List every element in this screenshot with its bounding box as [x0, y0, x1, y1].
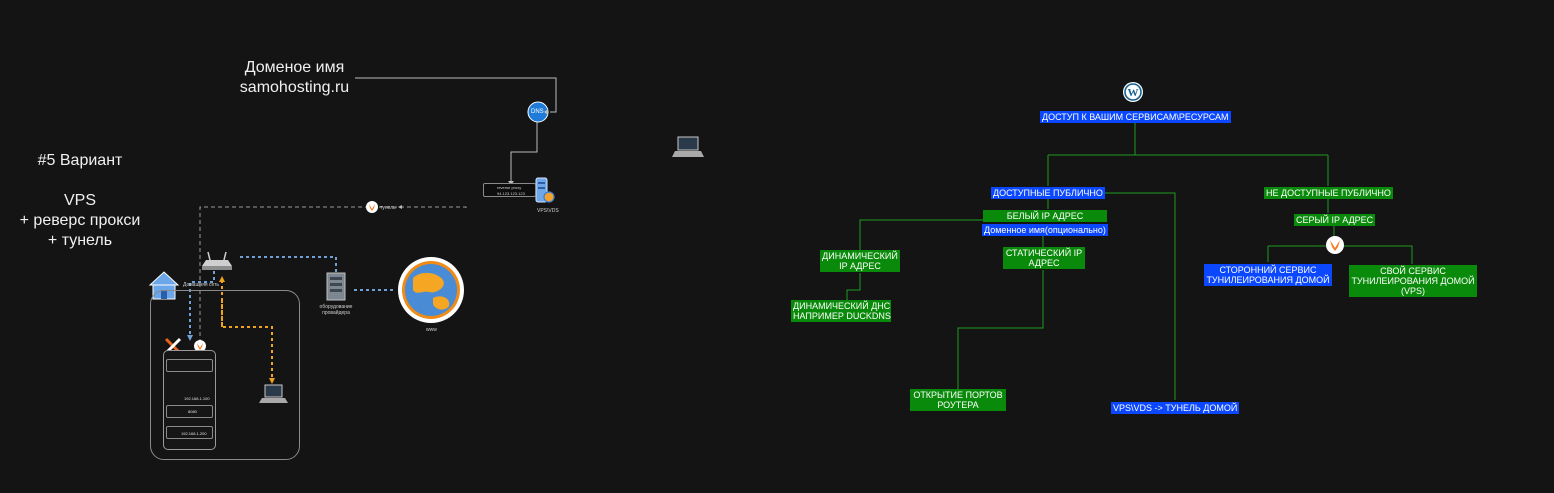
domain-to-dns-connector — [355, 77, 557, 113]
node-dynamic-ip-line2: IP АДРЕС — [839, 261, 881, 271]
tunnel-fox-icon — [366, 201, 378, 213]
node-vps-tunnel: VPS\VDS -> ТУНЕЛЬ ДОМОЙ — [1111, 402, 1240, 414]
node-own-service-line3: (VPS) — [1400, 286, 1425, 296]
vps-server-icon — [535, 177, 555, 203]
node-dynamic-ip: ДИНАМИЧЕСКИЙ IP АДРЕС — [820, 250, 900, 272]
home-laptop-icon — [259, 384, 288, 403]
node-dynamic-dns: ДИНАМИЧЕСКИЙ ДНС НАПРИМЕР DUCKDNS — [791, 300, 891, 322]
wordpress-icon: W — [1123, 82, 1143, 102]
arrowhead — [398, 205, 402, 209]
arrowhead — [187, 335, 193, 341]
tree-tunnel-fox-icon — [1326, 236, 1344, 254]
dns-label: DNS — [531, 109, 544, 115]
node-access-services: ДОСТУП К ВАШИМ СЕРВИСАМ\РЕСУРСАМ — [1040, 111, 1231, 123]
windows-vm-row[interactable] — [166, 359, 213, 372]
dns-to-proxy-connector — [510, 122, 538, 184]
tunnel-dashed-connector — [199, 206, 467, 340]
node-dynamic-ip-line1: ДИНАМИЧЕСКИЙ — [822, 251, 898, 261]
home-network-label: Домашняя сеть — [183, 282, 220, 288]
globe-icon — [398, 257, 464, 323]
wordpress-row[interactable] — [166, 426, 213, 439]
proxy-line2: 94.123.123.123 — [497, 191, 525, 196]
domain-title-line1: Доменое имя — [244, 59, 345, 76]
tree-connectors — [846, 123, 1413, 400]
node-static-ip-line2: АДРЕС — [1028, 258, 1060, 268]
provider-label-line2: провайдера — [322, 310, 350, 316]
router-phone-connector — [189, 265, 215, 335]
node-own-service-line1: СВОЙ СЕРВИС — [1380, 266, 1446, 276]
domain-title: Доменое имя samohosting.ru — [222, 58, 367, 98]
provider-label: оборудование провайдера — [319, 304, 353, 316]
node-dynamic-dns-line2: НАПРИМЕР DUCKDNS — [793, 311, 891, 321]
docker-port-text: 8080 — [188, 409, 197, 414]
node-static-ip-line1: СТАТИЧЕСКИЙ IP — [1005, 248, 1083, 258]
vps-label: VPS\VDS — [537, 208, 559, 214]
node-port-open: ОТКРЫТИЕ ПОРТОВ РОУТЕРА — [910, 389, 1006, 411]
tunnel-label: тунель — [380, 205, 396, 211]
router-provider-connector — [240, 256, 337, 272]
proxy-line1: reverse proxy — [497, 185, 522, 190]
node-third-party-line2: ТУНИЛЕИРОВАНИЯ ДОМОЙ — [1206, 275, 1330, 285]
node-white-ip: БЕЛЫЙ IP АДРЕС — [983, 210, 1107, 222]
variant-title-line2 — [5, 171, 155, 191]
arrowhead — [544, 109, 548, 115]
node-gray-ip: СЕРЫЙ IP АДРЕС — [1294, 214, 1376, 226]
wordpress-ip-text: 192.168.1.200 — [181, 431, 207, 436]
node-dynamic-dns-line1: ДИНАМИЧЕСКИЙ ДНС — [793, 301, 891, 311]
router-icon — [202, 251, 232, 270]
variant-title-line1: #5 Вариант — [37, 152, 123, 169]
arrowhead — [269, 378, 275, 384]
arrowhead — [219, 276, 225, 282]
provider-label-line1: оборудование — [319, 304, 353, 310]
proxmox-host-panel[interactable] — [163, 350, 216, 450]
node-static-ip: СТАТИЧЕСКИЙ IP АДРЕС — [1003, 247, 1085, 269]
node-port-open-line1: ОТКРЫТИЕ ПОРТОВ — [913, 390, 1003, 400]
node-own-service-line2: ТУНИЛЕИРОВАНИЯ ДОМОЙ — [1351, 276, 1475, 286]
docker-port-row[interactable] — [166, 405, 213, 418]
node-own-service: СВОЙ СЕРВИС ТУНИЛЕИРОВАНИЯ ДОМОЙ (VPS) — [1349, 265, 1477, 297]
laptop-icon — [672, 136, 704, 157]
server-rack-icon — [326, 272, 346, 301]
svg-text:W: W — [1128, 87, 1139, 99]
router-laptop-connector — [221, 280, 273, 378]
node-third-party: СТОРОННИЙ СЕРВИС ТУНИЛЕИРОВАНИЯ ДОМОЙ — [1204, 264, 1332, 286]
www-label: www — [426, 327, 437, 333]
docker-ip-text: 192.168.1.100 — [184, 396, 210, 401]
node-port-open-line2: РОУТЕРА — [937, 400, 979, 410]
node-domain-optional: Доменное имя(опционально) — [982, 224, 1108, 236]
node-third-party-line1: СТОРОННИЙ СЕРВИС — [1219, 265, 1317, 275]
variant-title: #5 Вариант VPS + реверс прокси + тунель — [5, 151, 155, 251]
variant-title-line5: + тунель — [47, 232, 113, 249]
node-nonpublic: НЕ ДОСТУПНЫЕ ПУБЛИЧНО — [1264, 187, 1393, 199]
node-public: ДОСТУПНЫЕ ПУБЛИЧНО — [991, 187, 1105, 199]
domain-title-line2: samohosting.ru — [239, 79, 350, 96]
variant-title-line3: VPS — [63, 192, 96, 209]
variant-title-line4: + реверс прокси — [19, 212, 141, 229]
phone-tunnel-fox-icon — [194, 340, 206, 352]
reverse-proxy-card[interactable] — [483, 183, 536, 197]
home-network-frame — [150, 290, 300, 460]
